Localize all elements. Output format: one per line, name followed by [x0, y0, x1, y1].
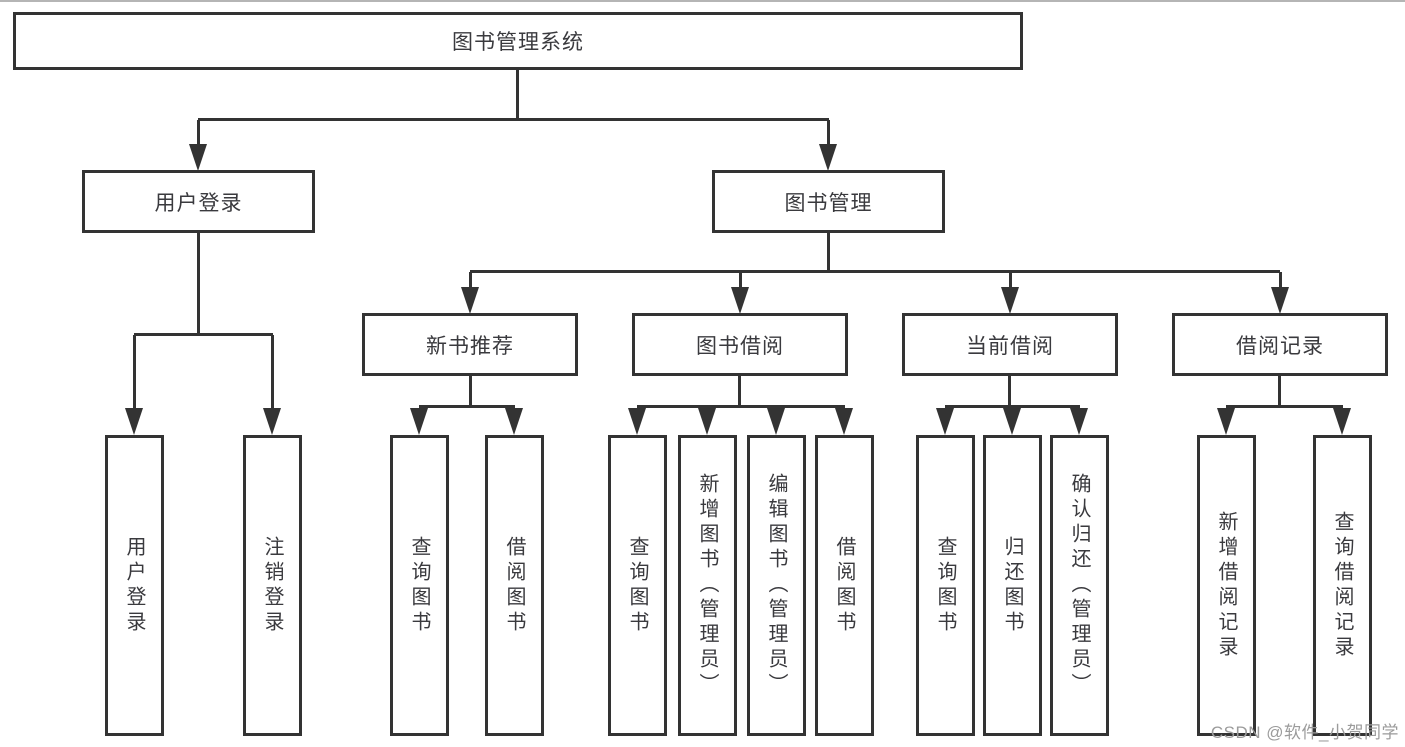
arrowhead-edit-book: [767, 408, 785, 435]
connector-to-current-borrow: [1009, 272, 1012, 288]
connector-new-book-stem: [469, 376, 472, 407]
leaf-query-borrow-record: 查询借阅记录: [1313, 435, 1372, 736]
leaf-confirm-return-admin: 确认归还（管理员）: [1050, 435, 1109, 736]
connector-to-book-management: [827, 120, 830, 145]
arrowhead-borrow-book-2: [835, 408, 853, 435]
arrowhead-query-borrow-record: [1333, 408, 1351, 435]
leaf-query-book-current-label: 查询图书: [934, 535, 956, 636]
leaf-add-book-admin: 新增图书（管理员）: [678, 435, 737, 736]
connector-root-stem: [516, 70, 519, 120]
csdn-watermark: CSDN @软件_小贺同学: [1210, 723, 1399, 742]
connector-current-borrow-branch: [945, 405, 1080, 408]
arrowhead-leaf-logout: [263, 408, 281, 435]
node-user-login: 用户登录: [82, 170, 315, 233]
arrowhead-user-login: [189, 144, 207, 171]
arrowhead-borrow-book-1: [505, 408, 523, 435]
leaf-borrow-book-label: 借阅图书: [833, 535, 855, 636]
leaf-query-book-recommend-label: 查询图书: [408, 535, 430, 636]
connector-new-book-branch: [419, 405, 515, 408]
node-borrow-records: 借阅记录: [1172, 313, 1388, 376]
leaf-logout-login: 注销登录: [243, 435, 302, 736]
connector-to-leaf-user-login: [133, 335, 136, 410]
leaf-logout-login-label: 注销登录: [261, 535, 283, 636]
arrowhead-query-book-2: [628, 408, 646, 435]
arrowhead-add-book: [698, 408, 716, 435]
leaf-add-borrow-record: 新增借阅记录: [1197, 435, 1256, 736]
leaf-query-book-recommend: 查询图书: [390, 435, 449, 736]
connector-book-mgmt-stem: [827, 233, 830, 272]
connector-to-borrow-records: [1279, 272, 1282, 288]
arrowhead-book-borrow: [731, 287, 749, 314]
connector-user-login-branch: [134, 333, 273, 336]
leaf-query-book-borrow-label: 查询图书: [626, 535, 648, 636]
leaf-borrow-book-recommend: 借阅图书: [485, 435, 544, 736]
top-divider: [0, 0, 1405, 2]
arrowhead-borrow-records: [1271, 287, 1289, 314]
leaf-confirm-return-admin-label: 确认归还（管理员）: [1068, 473, 1090, 698]
arrowhead-query-book-3: [936, 408, 954, 435]
connector-borrow-records-branch: [1226, 405, 1343, 408]
connector-current-borrow-stem: [1008, 376, 1011, 407]
node-book-borrow: 图书借阅: [632, 313, 848, 376]
leaf-query-book-current: 查询图书: [916, 435, 975, 736]
node-library-management-system: 图书管理系统: [13, 12, 1023, 70]
leaf-return-book-label: 归还图书: [1001, 535, 1023, 636]
connector-to-user-login: [197, 120, 200, 145]
leaf-return-book: 归还图书: [983, 435, 1042, 736]
leaf-borrow-book-recommend-label: 借阅图书: [503, 535, 525, 636]
node-current-borrow: 当前借阅: [902, 313, 1118, 376]
arrowhead-query-book-1: [410, 408, 428, 435]
arrowhead-leaf-user-login: [125, 408, 143, 435]
leaf-query-borrow-record-label: 查询借阅记录: [1331, 510, 1353, 661]
connector-to-book-borrow: [739, 272, 742, 288]
connector-root-branch: [198, 118, 829, 121]
arrowhead-return-book: [1003, 408, 1021, 435]
connector-to-leaf-logout: [271, 335, 274, 410]
leaf-borrow-book: 借阅图书: [815, 435, 874, 736]
arrowhead-add-borrow-record: [1217, 408, 1235, 435]
leaf-edit-book-admin-label: 编辑图书（管理员）: [765, 473, 787, 698]
connector-borrow-records-stem: [1278, 376, 1281, 407]
leaf-add-book-admin-label: 新增图书（管理员）: [696, 473, 718, 698]
node-new-book-recommend: 新书推荐: [362, 313, 578, 376]
connector-book-borrow-branch: [637, 405, 845, 408]
leaf-query-book-borrow: 查询图书: [608, 435, 667, 736]
arrowhead-book-management: [819, 144, 837, 171]
leaf-user-login-label: 用户登录: [123, 535, 145, 636]
leaf-add-borrow-record-label: 新增借阅记录: [1215, 510, 1237, 661]
arrowhead-new-book: [461, 287, 479, 314]
connector-book-mgmt-branch: [470, 270, 1280, 273]
connector-to-new-book: [469, 272, 472, 288]
connector-user-login-stem: [197, 233, 200, 335]
leaf-user-login: 用户登录: [105, 435, 164, 736]
arrowhead-confirm-return: [1070, 408, 1088, 435]
leaf-edit-book-admin: 编辑图书（管理员）: [747, 435, 806, 736]
connector-book-borrow-stem: [738, 376, 741, 407]
node-book-management: 图书管理: [712, 170, 945, 233]
arrowhead-current-borrow: [1001, 287, 1019, 314]
